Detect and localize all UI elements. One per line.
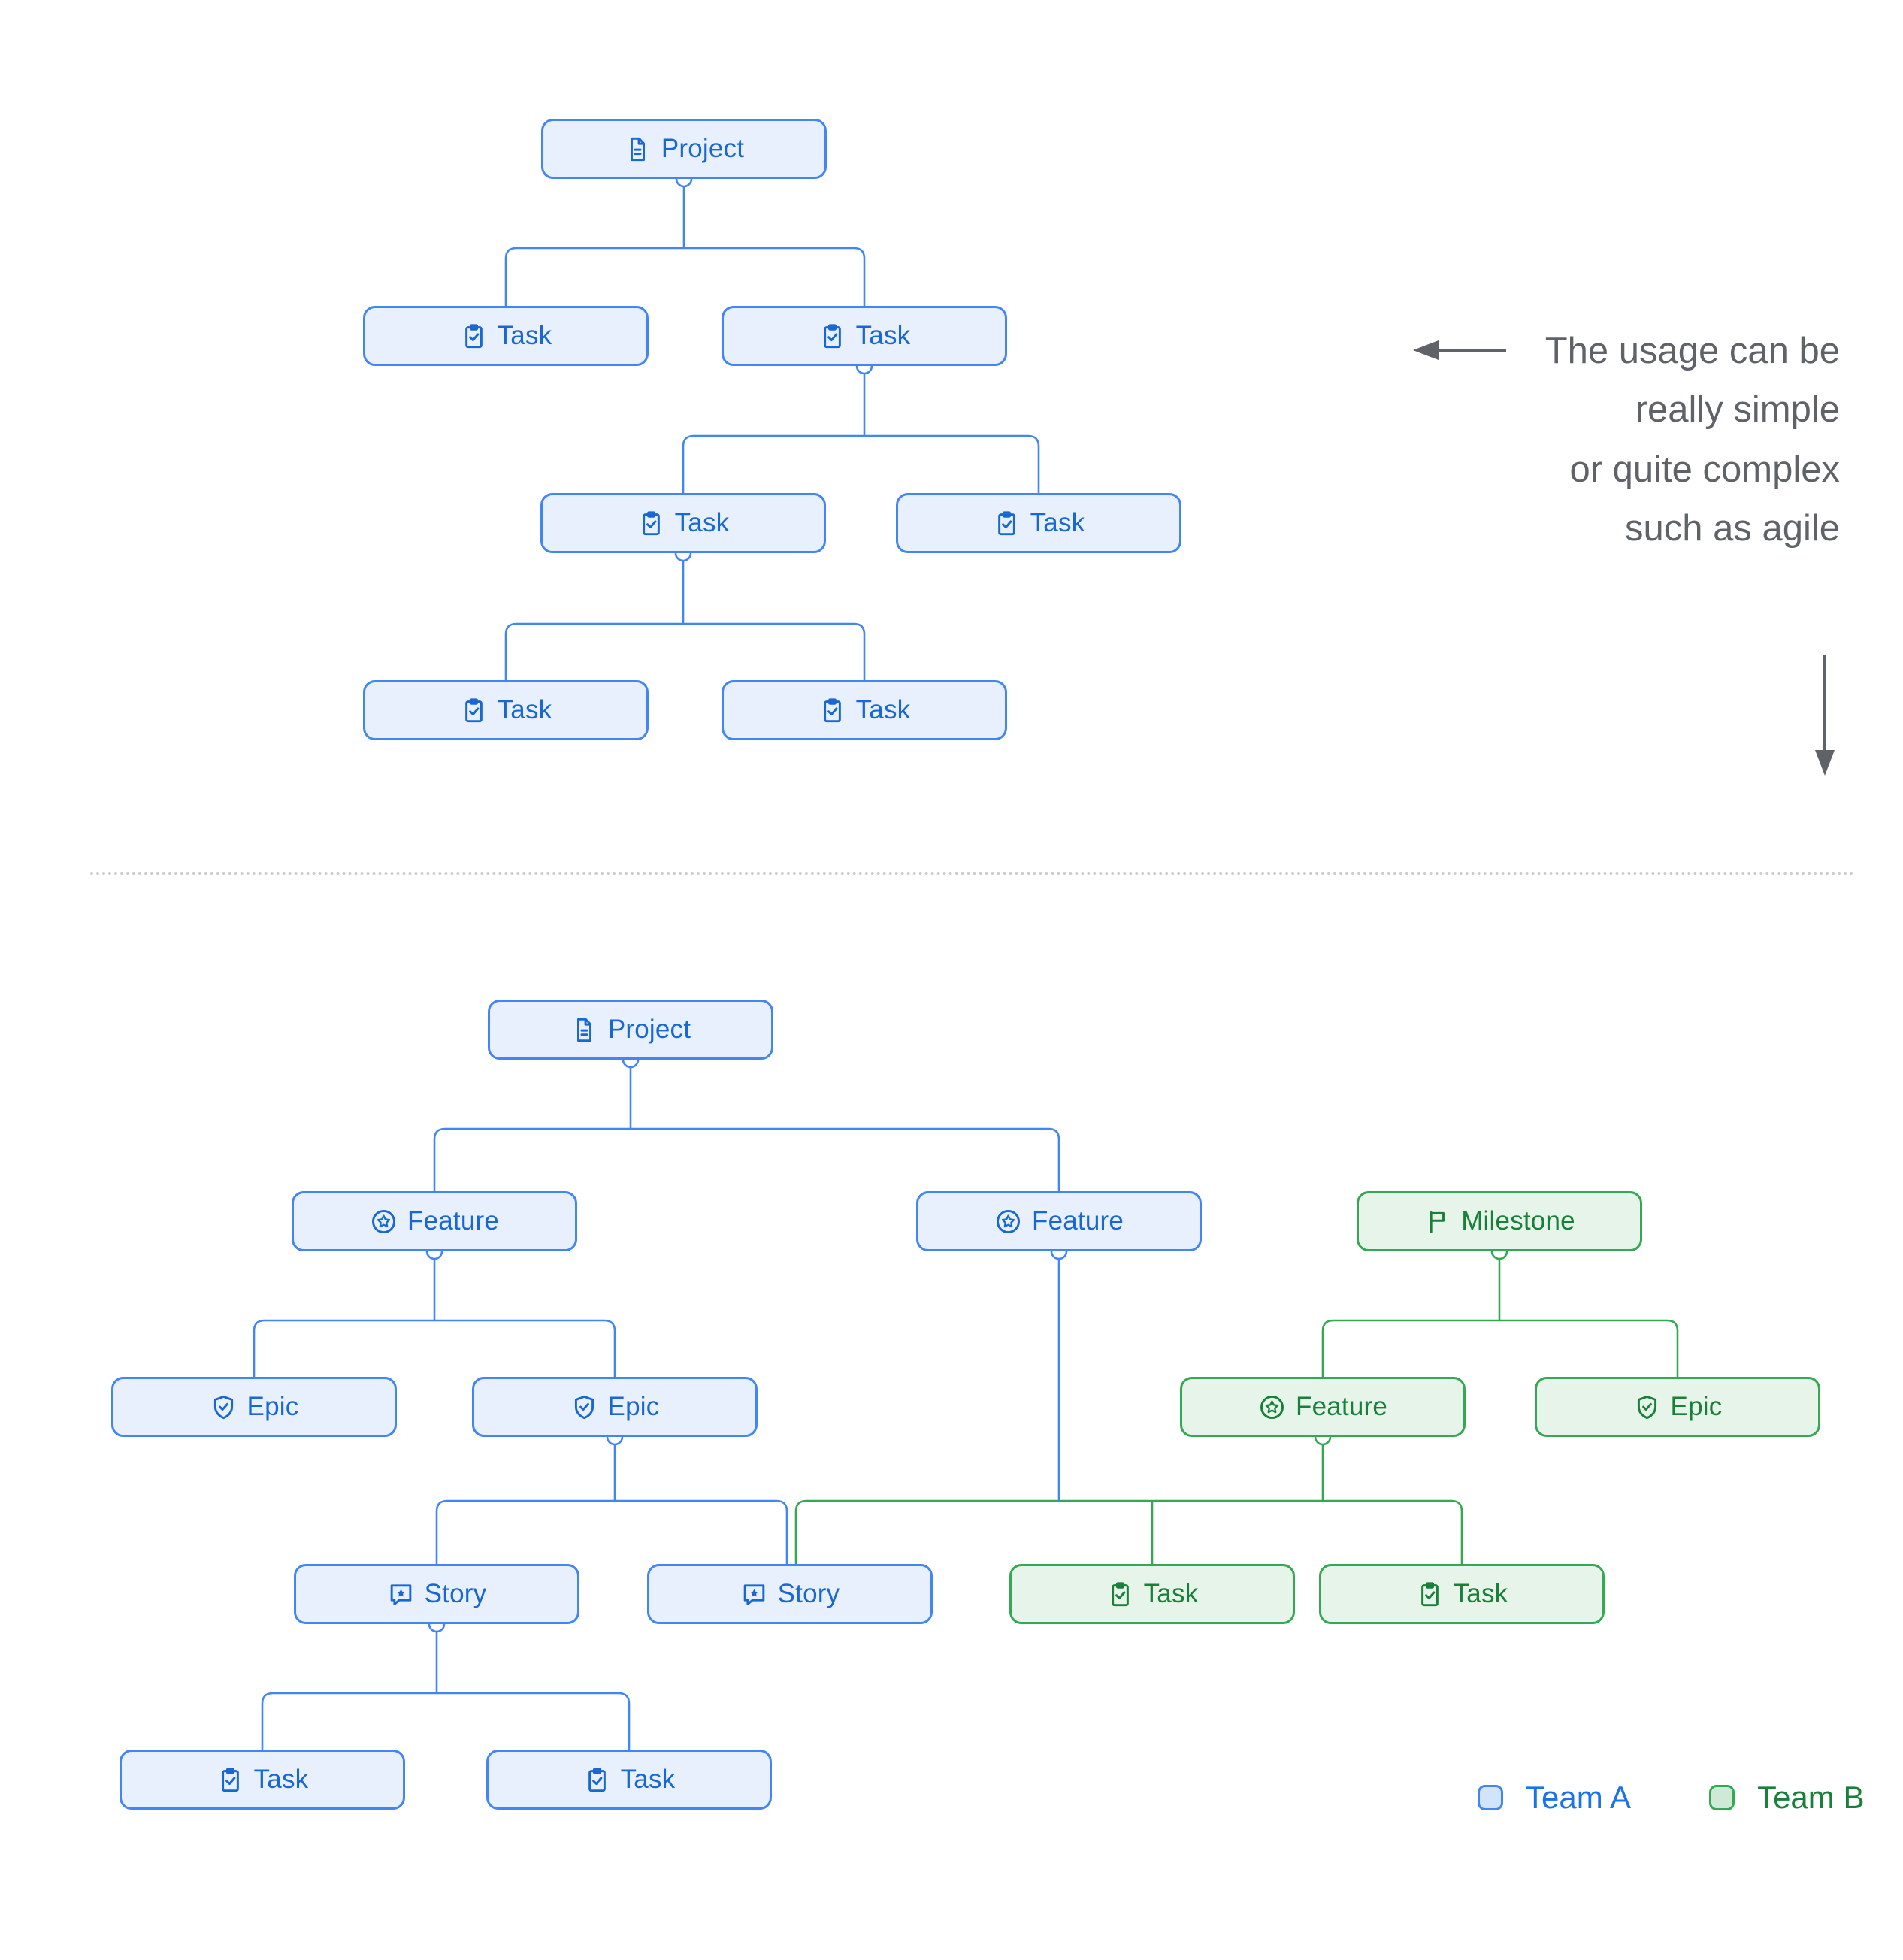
task-icon xyxy=(1106,1580,1134,1608)
tree-edge xyxy=(682,434,1040,493)
node-label: Task xyxy=(253,1765,309,1794)
tree-edge xyxy=(253,1319,616,1377)
task-icon xyxy=(216,1766,244,1794)
team-b-swatch-icon xyxy=(1709,1785,1735,1810)
legend-item-team-a: Team A xyxy=(1478,1780,1631,1816)
node-label: Epic xyxy=(1670,1392,1723,1421)
node-s-task-3b[interactable]: Task xyxy=(722,680,1007,740)
node-label: Task xyxy=(1453,1579,1508,1608)
epic-icon xyxy=(570,1393,598,1421)
task-icon xyxy=(583,1766,611,1794)
node-c-task-a[interactable]: Task xyxy=(120,1750,405,1810)
legend-label: Team B xyxy=(1757,1780,1865,1815)
section-divider xyxy=(90,872,1855,875)
node-c-epic-3[interactable]: Epic xyxy=(1535,1377,1820,1437)
epic-icon xyxy=(1633,1393,1661,1421)
node-c-story-2[interactable]: Story xyxy=(647,1564,933,1624)
node-s-task-1b[interactable]: Task xyxy=(722,306,1007,366)
node-label: Task xyxy=(620,1765,676,1794)
tree-edge xyxy=(261,1692,631,1750)
tree-edge xyxy=(504,622,866,680)
left-arrow-icon xyxy=(1413,340,1439,360)
legend-label: Team A xyxy=(1526,1780,1632,1815)
node-c-task-b[interactable]: Task xyxy=(486,1750,772,1810)
node-c-story-1[interactable]: Story xyxy=(294,1564,579,1624)
epic-icon xyxy=(210,1393,237,1421)
story-icon xyxy=(740,1580,768,1608)
node-label: Feature xyxy=(1295,1392,1388,1421)
tree-edge xyxy=(1321,1319,1679,1377)
node-s-task-2a[interactable]: Task xyxy=(540,493,826,553)
node-c-feature-1[interactable]: Feature xyxy=(292,1191,577,1251)
task-icon xyxy=(818,322,846,350)
legend-item-team-b: Team B xyxy=(1709,1780,1864,1816)
node-s-task-1a[interactable]: Task xyxy=(363,306,649,366)
node-c-task-g1[interactable]: Task xyxy=(1009,1564,1295,1624)
feature-icon xyxy=(1258,1393,1286,1421)
node-c-project[interactable]: Project xyxy=(488,1000,773,1060)
node-c-epic-2[interactable]: Epic xyxy=(472,1377,758,1437)
node-label: Task xyxy=(1143,1579,1199,1608)
down-arrow-icon xyxy=(1815,750,1835,776)
node-c-task-g2[interactable]: Task xyxy=(1319,1564,1605,1624)
feature-icon xyxy=(994,1208,1022,1236)
node-label: Feature xyxy=(1031,1206,1124,1236)
task-icon xyxy=(637,510,665,537)
node-label: Task xyxy=(497,695,552,724)
task-icon xyxy=(1416,1580,1444,1608)
annotation-line: really simple xyxy=(1635,389,1840,430)
node-c-epic-1[interactable]: Epic xyxy=(111,1377,397,1437)
node-label: Project xyxy=(607,1015,691,1044)
node-c-milestone[interactable]: Milestone xyxy=(1357,1191,1642,1251)
annotation-line: such as agile xyxy=(1624,508,1840,549)
node-s-task-3a[interactable]: Task xyxy=(363,680,649,740)
node-label: Task xyxy=(497,321,552,350)
team-a-swatch-icon xyxy=(1478,1785,1503,1810)
node-c-feature-2[interactable]: Feature xyxy=(916,1191,1202,1251)
node-label: Task xyxy=(855,695,911,724)
node-label: Story xyxy=(777,1579,840,1608)
node-label: Milestone xyxy=(1461,1206,1575,1236)
node-s-project[interactable]: Project xyxy=(541,119,827,179)
task-icon xyxy=(460,322,488,350)
node-label: Feature xyxy=(407,1206,500,1236)
node-label: Task xyxy=(674,508,730,537)
annotation-complex: or quite complex such as agile xyxy=(1569,440,1840,558)
node-c-feature-3[interactable]: Feature xyxy=(1180,1377,1466,1437)
tree-edge xyxy=(504,247,866,306)
tree-edge xyxy=(794,1499,1463,1564)
document-icon xyxy=(570,1016,598,1044)
tree-edge xyxy=(433,1127,1060,1191)
document-icon xyxy=(624,135,652,163)
tree-edge xyxy=(435,1499,788,1564)
milestone-icon xyxy=(1423,1208,1451,1236)
task-icon xyxy=(993,510,1021,537)
story-icon xyxy=(387,1580,415,1608)
feature-icon xyxy=(370,1208,398,1236)
annotation-line: The usage can be xyxy=(1544,331,1840,371)
task-icon xyxy=(818,697,846,724)
node-label: Task xyxy=(855,321,911,350)
task-icon xyxy=(460,697,488,724)
node-label: Epic xyxy=(607,1392,660,1421)
legend: Team A Team B xyxy=(1478,1780,1864,1816)
node-label: Story xyxy=(424,1579,487,1608)
node-s-task-2b[interactable]: Task xyxy=(896,493,1181,553)
node-label: Task xyxy=(1030,508,1085,537)
annotation-line: or quite complex xyxy=(1569,449,1840,490)
node-label: Epic xyxy=(247,1392,299,1421)
node-label: Project xyxy=(661,134,745,163)
annotation-simple: The usage can be really simple xyxy=(1545,322,1840,439)
